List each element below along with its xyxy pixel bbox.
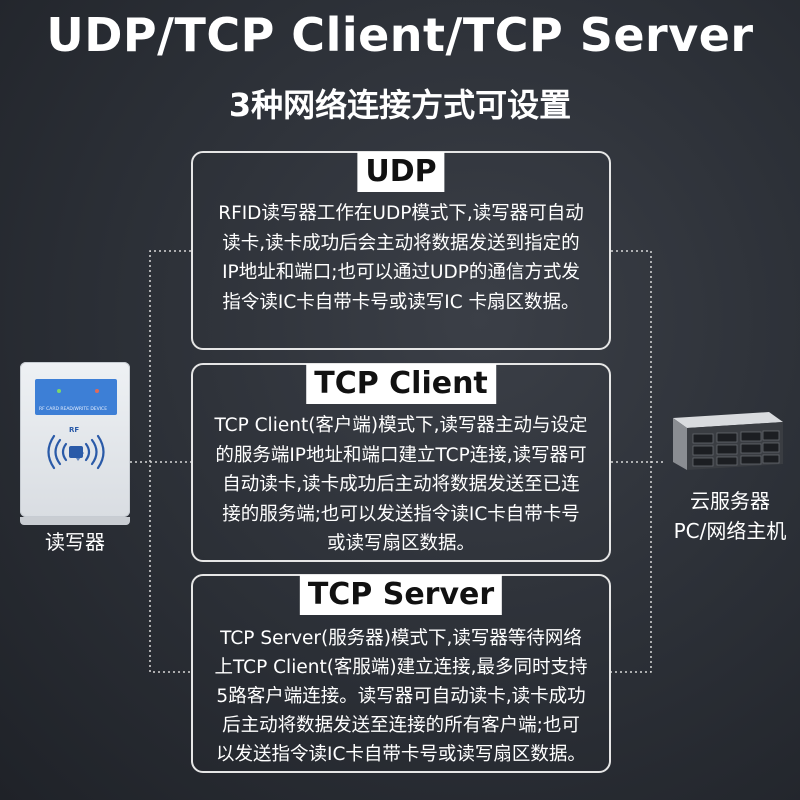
tcp-server-line: 上TCP Client(客服端)建立连接,最多同时支持 [214,657,588,678]
green-led-icon [57,389,61,393]
udp-heading: UDP [357,152,445,192]
rf-text: RF [69,426,80,434]
udp-line: 读卡,读卡成功后会主动将数据发送到指定的 [222,232,580,254]
server-label: 云服务器 PC/网络主机 [660,486,800,546]
tcp-client-description: TCP Client(客户端)模式下,读写器主动与设定 的服务端IP地址和端口建… [193,411,609,559]
tcp-client-line: 接的服务端;也可以发送指令读IC卡自带卡号 [222,503,580,525]
udp-line: RFID读写器工作在UDP模式下,读写器可自动 [218,203,584,224]
rfid-waves-icon: RF [44,422,108,482]
card-reader-image: RF CARD READ/WRITE DEVICE RF [20,362,130,525]
tcp-server-line: 以发送指令读IC卡自带卡号或读写扇区数据。 [216,744,586,765]
server-image [665,412,785,472]
tcp-client-line: 自动读卡,读卡成功后主动将数据发送至已连 [222,474,580,495]
tcp-server-line: TCP Server(服务器)模式下,读写器等待网络 [220,628,582,649]
red-led-icon [95,389,99,393]
tcp-server-line: 后主动将数据发送至连接的所有客户端;也可 [222,715,580,736]
server-label-line2: PC/网络主机 [673,519,787,543]
tcp-client-line: 的服务端IP地址和端口建立TCP连接,读写器可 [215,444,587,466]
page-title: UDP/TCP Client/TCP Server [46,8,754,62]
reader-screen-text: RF CARD READ/WRITE DEVICE [39,407,108,412]
server-label-line1: 云服务器 [690,489,770,513]
reader-screen: RF CARD READ/WRITE DEVICE [35,379,117,415]
tcp-client-heading: TCP Client [306,364,496,404]
tcp-server-heading: TCP Server [299,575,503,615]
tcp-client-panel: TCP Client TCP Client(客户端)模式下,读写器主动与设定 的… [191,363,611,562]
rfid-symbol-icon [47,434,105,470]
udp-line: 指令读IC卡自带卡号或读写IC 卡扇区数据。 [222,291,580,313]
tcp-client-line: 或读写扇区数据。 [326,533,475,554]
udp-panel: UDP RFID读写器工作在UDP模式下,读写器可自动 读卡,读卡成功后会主动将… [191,151,611,350]
udp-line: IP地址和端口;也可以通过UDP的通信方式发 [222,262,580,283]
tcp-server-description: TCP Server(服务器)模式下,读写器等待网络 上TCP Client(客… [193,624,609,769]
tcp-client-line: TCP Client(客户端)模式下,读写器主动与设定 [214,415,588,436]
udp-description: RFID读写器工作在UDP模式下,读写器可自动 读卡,读卡成功后会主动将数据发送… [193,199,609,317]
tcp-server-line: 5路客户端连接。读写器可自动读卡,读卡成功 [216,686,586,707]
reader-base [20,517,130,525]
server-rack-icon [673,412,783,470]
reader-label: 读写器 [45,530,105,554]
page-subtitle: 3种网络连接方式可设置 [228,86,572,124]
tcp-server-panel: TCP Server TCP Server(服务器)模式下,读写器等待网络 上T… [191,574,611,773]
